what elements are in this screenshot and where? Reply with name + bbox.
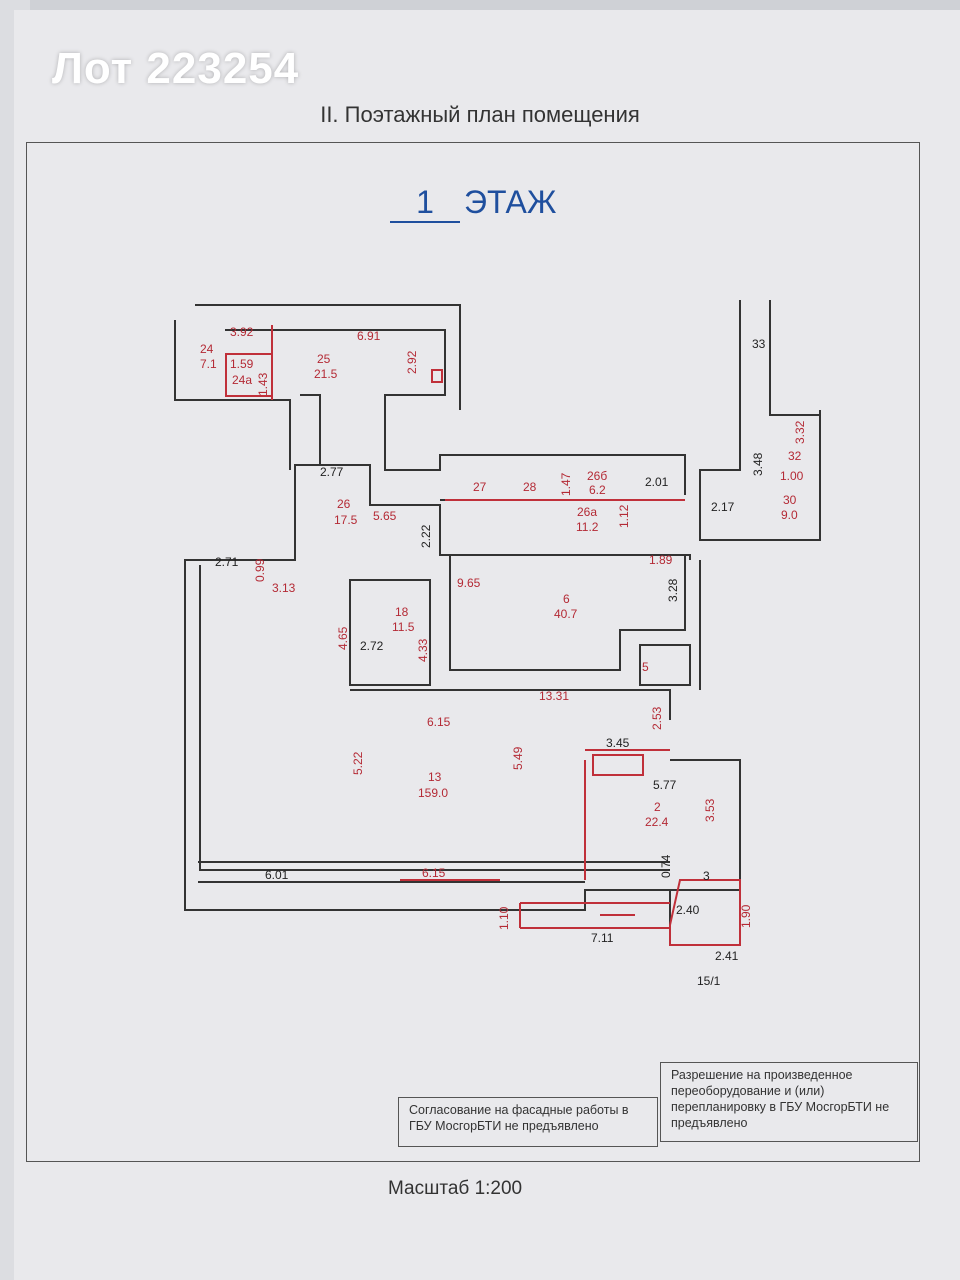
document-heading: II. Поэтажный план помещения [320, 102, 640, 127]
dim: 1.59 [230, 357, 254, 371]
room-32-area: 1.00 [780, 469, 804, 483]
room-24a-number: 24а [232, 373, 252, 387]
walls [174, 300, 821, 925]
dim: 5.49 [511, 746, 525, 770]
lot-number-overlay: Лот 223254 [52, 44, 300, 93]
room-18-area: 11.5 [392, 620, 415, 634]
room-6-area: 40.7 [554, 607, 578, 621]
room-18-number: 18 [395, 605, 409, 619]
dim: 2.01 [645, 475, 669, 489]
room-26a-area: 11.2 [576, 520, 599, 534]
scale-label: Масштаб 1:200 [388, 1178, 523, 1199]
dim: 6.91 [357, 329, 381, 343]
room-26b-number: 26б [587, 469, 607, 483]
dim: 6.15 [427, 715, 451, 729]
dim: 3.45 [606, 736, 630, 750]
room-25-area: 21.5 [314, 367, 338, 381]
room-26-area: 17.5 [334, 513, 358, 527]
room-26a-number: 26а [577, 505, 597, 519]
plan-frame [26, 142, 920, 1162]
dim: 6.15 [422, 866, 446, 880]
red-overlays [225, 325, 741, 946]
dim: 2.17 [711, 500, 735, 514]
dim: 3.48 [751, 452, 765, 476]
dim: 2.22 [419, 524, 433, 548]
room-27-number: 27 [473, 480, 487, 494]
building-number: 15/1 [697, 974, 721, 988]
room-25-number: 25 [317, 352, 331, 366]
dim: 1.90 [739, 904, 753, 928]
room-28-number: 28 [523, 480, 537, 494]
replanning-permission-note: Разрешение на произведенное переоборудов… [660, 1062, 918, 1142]
room-30-number: 30 [783, 493, 797, 507]
room-13-area: 159.0 [418, 786, 448, 800]
dim: 13.31 [539, 689, 569, 703]
room-32-number: 32 [788, 449, 802, 463]
room-26b-area: 6.2 [589, 483, 606, 497]
floor-label: ЭТАЖ [464, 184, 557, 220]
room-33-number: 33 [752, 337, 766, 351]
room-3-number: 3 [703, 869, 710, 883]
document-page [14, 10, 960, 1280]
dim: 3.92 [230, 325, 254, 339]
room-26-number: 26 [337, 497, 351, 511]
dim: 2.92 [405, 350, 419, 374]
dim: 1.10 [497, 906, 511, 930]
dim: 2.53 [650, 706, 664, 730]
dim: 0.74 [659, 854, 673, 878]
dim: 3.28 [666, 578, 680, 602]
room-5-number: 5 [642, 660, 649, 674]
room-24-area: 7.1 [200, 357, 217, 371]
dim: 2.77 [320, 465, 344, 479]
room-2-area: 22.4 [645, 815, 669, 829]
dim: 5.22 [351, 751, 365, 775]
dim: 5.77 [653, 778, 677, 792]
dim: 6.01 [265, 868, 289, 882]
dim: 7.11 [591, 931, 614, 945]
dim: 2.72 [360, 639, 384, 653]
dim: 3.53 [703, 798, 717, 822]
dim: 1.12 [617, 504, 631, 528]
dim: 1.89 [649, 553, 673, 567]
floor-number: 1 [390, 184, 460, 223]
dim: 3.13 [272, 581, 296, 595]
dim: 4.33 [416, 638, 430, 662]
dim: 3.32 [793, 420, 807, 444]
room-30-area: 9.0 [781, 508, 798, 522]
dim: 2.41 [715, 949, 739, 963]
room-24-number: 24 [200, 342, 214, 356]
dim: 1.43 [256, 372, 270, 396]
dim: 1.47 [559, 472, 573, 496]
dim: 2.40 [676, 903, 700, 917]
dim: 5.65 [373, 509, 397, 523]
facade-approval-note: Согласование на фасадные работы в ГБУ Мо… [398, 1097, 658, 1147]
dim: 0.99 [253, 558, 267, 582]
dim: 4.65 [336, 626, 350, 650]
dim: 9.65 [457, 576, 481, 590]
room-2-number: 2 [654, 800, 661, 814]
room-13-number: 13 [428, 770, 442, 784]
dim: 2.71 [215, 555, 239, 569]
room-6-number: 6 [563, 592, 570, 606]
